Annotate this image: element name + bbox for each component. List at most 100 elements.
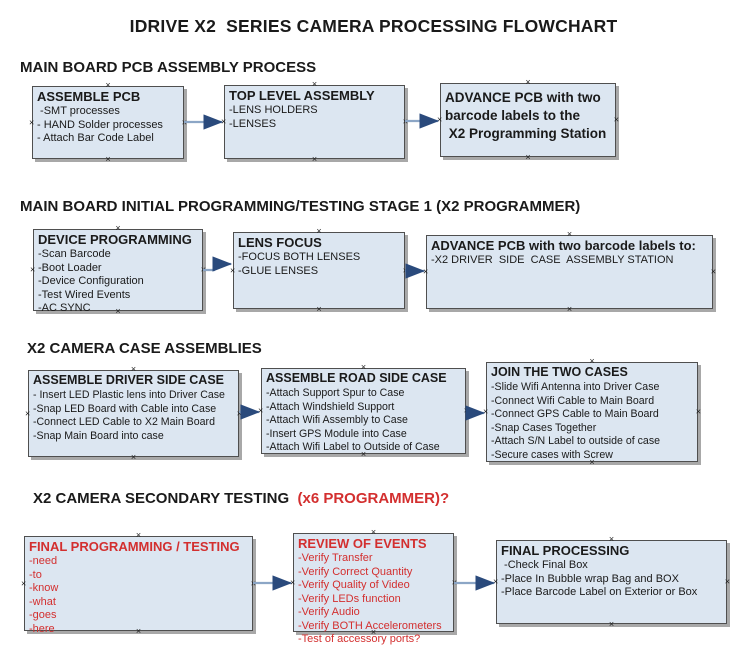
box-items: - Insert LED Plastic lens into Driver Ca… — [33, 389, 234, 443]
box-item: -Place In Bubble wrap Bag and BOX — [501, 572, 679, 585]
connection-handle-left-icon: × — [29, 117, 35, 127]
box-item: -Verify Correct Quantity — [298, 565, 413, 578]
connection-handle-left-icon: × — [437, 114, 443, 125]
box-item: -Snap Cases Together — [491, 421, 597, 434]
connection-handle-top-icon: × — [608, 534, 615, 544]
connection-handle-right-icon: × — [451, 577, 457, 587]
box-item: -X2 DRIVER SIDE CASE ASSEMBLY STATION — [431, 254, 674, 266]
section-heading-secondary-testing-red: (x6 PROGRAMMER)? — [289, 490, 450, 507]
box-item: -Verify Audio — [298, 606, 360, 618]
box-title: ASSEMBLE DRIVER SIDE CASE — [33, 373, 225, 387]
connector-arrow-device-programming-to-lens-focus[interactable] — [203, 256, 233, 272]
flow-box-join-the-two-cases[interactable]: × × × × JOIN THE TWO CASES -Slide Wifi A… — [483, 357, 701, 467]
flow-box-advance-pcb-to-programming-station[interactable]: × × × × ADVANCE PCB with two barcode lab… — [437, 78, 619, 162]
connection-handle-left-icon: × — [493, 576, 499, 587]
connection-handle-right-icon: × — [181, 117, 187, 127]
box-item: -Attach Support Spur to Case — [266, 387, 405, 399]
box-item: - Attach Bar Code Label — [37, 132, 154, 144]
box-title: JOIN THE TWO CASES — [491, 365, 628, 379]
box-title: REVIEW OF EVENTS — [298, 536, 427, 551]
box-item: -Verify LEDs function — [298, 592, 401, 605]
box-title: LENS FOCUS — [238, 235, 322, 250]
section-heading-initial-programming: MAIN BOARD INITIAL PROGRAMMING/TESTING S… — [20, 198, 581, 215]
flow-box-device-programming[interactable]: × × × × DEVICE PROGRAMMING -Scan Barcode… — [30, 224, 206, 316]
box-item: -Snap LED Board with Cable into Case — [33, 402, 217, 415]
flow-box-lens-focus[interactable]: × × × × LENS FOCUS -FOCUS BOTH LENSES-GL… — [230, 227, 408, 314]
box-item: -Verify Transfer — [298, 552, 373, 564]
box-item: -Verify Quality of Video — [298, 579, 410, 591]
connection-handle-right-icon: × — [250, 578, 256, 588]
section-heading-secondary-testing: X2 CAMERA SECONDARY TESTING (x6 PROGRAMM… — [33, 490, 449, 507]
box-items: -SMT processes- HAND Solder processes- A… — [37, 105, 179, 146]
connection-handle-top-icon: × — [525, 77, 531, 87]
connection-handle-left-icon: × — [25, 408, 31, 418]
box-item: -Insert GPS Module into Case — [266, 427, 407, 440]
flow-box-review-of-events[interactable]: × × × × REVIEW OF EVENTS -Verify Transfe… — [290, 528, 457, 646]
box-item: -here — [29, 622, 55, 635]
box-item: -Test of accessory ports? — [298, 633, 421, 645]
box-items: -LENS HOLDERS-LENSES — [229, 104, 400, 131]
box-item: -what — [29, 595, 56, 608]
flow-box-advance-pcb-to-driver-side-station[interactable]: × × × × ADVANCE PCB with two barcode lab… — [423, 230, 716, 314]
connection-handle-left-icon: × — [258, 405, 264, 416]
section-heading-case-assemblies: X2 CAMERA CASE ASSEMBLIES — [27, 340, 262, 357]
connection-handle-left-icon: × — [221, 116, 227, 127]
connection-handle-bottom-icon: × — [566, 304, 573, 314]
connection-handle-right-icon: × — [724, 576, 730, 587]
box-item: -LENS HOLDERS — [229, 104, 318, 116]
connection-handle-right-icon: × — [200, 264, 206, 275]
connection-handle-top-icon: × — [360, 362, 367, 372]
box-item: -Scan Barcode — [38, 248, 111, 260]
box-title: ADVANCE PCB with two barcode labels to: — [431, 238, 696, 253]
box-item: -Connect LED Cable to X2 Main Board — [33, 416, 215, 428]
flow-box-assemble-road-side-case[interactable]: × × × × ASSEMBLE ROAD SIDE CASE -Attach … — [258, 363, 469, 459]
connection-handle-top-icon: × — [115, 223, 121, 233]
box-title: TOP LEVEL ASSEMBLY — [229, 88, 375, 103]
box-item: - Insert LED Plastic lens into Driver Ca… — [33, 389, 225, 401]
box-title: FINAL PROGRAMMING / TESTING — [29, 539, 240, 554]
connection-handle-bottom-icon: × — [316, 304, 322, 314]
flow-box-final-programming-testing[interactable]: × × × × FINAL PROGRAMMING / TESTING -nee… — [21, 531, 256, 636]
flow-box-top-level-assembly[interactable]: × × × × TOP LEVEL ASSEMBLY -LENS HOLDERS… — [221, 80, 408, 164]
connection-handle-right-icon: × — [710, 266, 716, 277]
flow-box-assemble-driver-side-case[interactable]: × × × × ASSEMBLE DRIVER SIDE CASE - Inse… — [25, 365, 242, 462]
box-item: -Boot Loader — [38, 261, 102, 274]
box-item: -know — [29, 582, 59, 594]
connection-handle-left-icon: × — [290, 577, 296, 587]
connection-handle-bottom-icon: × — [311, 154, 318, 164]
connection-handle-top-icon: × — [589, 356, 595, 366]
connection-handle-left-icon: × — [483, 406, 489, 417]
box-items: -Scan Barcode-Boot Loader-Device Configu… — [38, 248, 198, 316]
box-item: -Secure cases with Screw — [491, 448, 613, 461]
connection-handle-right-icon: × — [463, 405, 469, 416]
connection-handle-right-icon: × — [695, 406, 701, 417]
box-title: ASSEMBLE PCB — [37, 89, 141, 104]
box-item: - HAND Solder processes — [37, 118, 163, 131]
box-items: -need-to-know-what-goes-here — [29, 555, 248, 636]
box-items: -Verify Transfer-Verify Correct Quantity… — [298, 552, 449, 647]
connection-handle-bottom-icon: × — [525, 152, 531, 162]
connection-handle-left-icon: × — [21, 578, 27, 588]
box-item: -SMT processes — [37, 105, 120, 117]
flow-box-assemble-pcb[interactable]: × × × × ASSEMBLE PCB -SMT processes- HAN… — [29, 81, 187, 164]
connection-handle-top-icon: × — [370, 527, 377, 537]
connection-handle-right-icon: × — [236, 408, 242, 418]
flow-box-final-processing[interactable]: × × × × FINAL PROCESSING -Check Final Bo… — [493, 535, 730, 629]
box-item: -Attach Wifi Assembly to Case — [266, 414, 408, 426]
box-item: -Verify BOTH Accelerometers — [298, 619, 442, 632]
box-item: -Attach Windshield Support — [266, 400, 395, 413]
connection-handle-top-icon: × — [566, 229, 573, 239]
connection-handle-bottom-icon: × — [115, 306, 121, 316]
connection-handle-left-icon: × — [423, 266, 429, 277]
box-item: -Test Wired Events — [38, 288, 131, 301]
box-items: -Attach Support Spur to Case-Attach Wind… — [266, 387, 461, 455]
connection-handle-left-icon: × — [230, 265, 236, 275]
connection-handle-right-icon: × — [402, 116, 408, 127]
box-item: -Connect Wifi Cable to Main Board — [491, 394, 655, 407]
connection-handle-bottom-icon: × — [105, 154, 111, 164]
connection-handle-bottom-icon: × — [589, 457, 595, 467]
box-title: DEVICE PROGRAMMING — [38, 232, 192, 247]
connection-handle-bottom-icon: × — [360, 449, 367, 459]
box-item: -LENSES — [229, 117, 277, 130]
